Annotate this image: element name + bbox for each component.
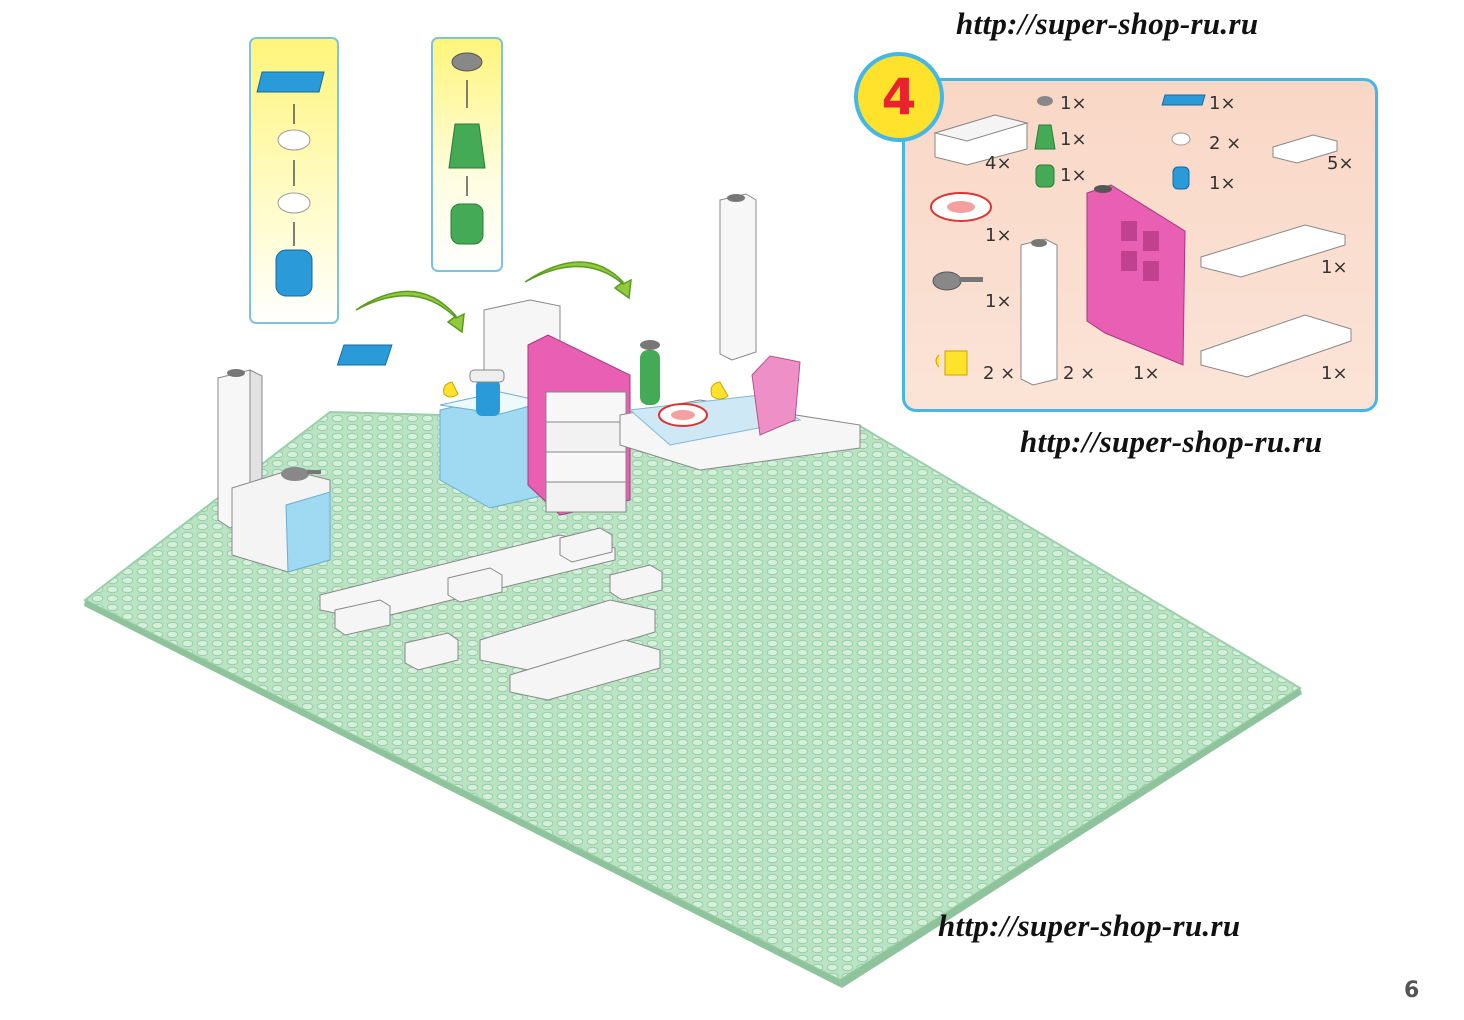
blue-round-brick-icon (1172, 166, 1190, 190)
step-badge: 4 (854, 52, 944, 142)
grey-round-plate-icon (451, 52, 483, 72)
step-number: 4 (881, 68, 917, 126)
callout-bottle-stack (431, 37, 503, 272)
part-qty: 5× (1327, 153, 1354, 174)
green-cone-icon (1034, 124, 1056, 150)
part-qty: 1× (985, 291, 1012, 312)
part-qty: 2 × (983, 363, 1016, 384)
blue-round-brick-icon (476, 380, 500, 416)
grey-pan-icon (932, 271, 983, 291)
blue-round-brick-icon (275, 249, 313, 297)
parts-list-panel: 4× 1× 1× 1× 1× 2 × 1× 5× 1× 1× 2 × 1× 1×… (902, 78, 1378, 412)
white-plate-1x6-icon (1200, 224, 1346, 278)
part-qty: 1× (1060, 165, 1087, 186)
white-plate-2x6-icon (1200, 314, 1352, 378)
pizza-tile-icon (930, 192, 992, 222)
part-qty: 2 × (1209, 133, 1242, 154)
part-qty: 1× (1209, 93, 1236, 114)
green-arrow-icon (524, 261, 632, 300)
green-cone-icon (448, 123, 486, 169)
right-pillar (719, 193, 757, 361)
table-unit (619, 340, 861, 471)
blue-grille-tile-icon (256, 71, 325, 93)
green-cone-icon (640, 350, 660, 405)
green-arrow-icon (355, 290, 465, 334)
yellow-cup-icon (443, 381, 459, 398)
white-brick-1x4-icon (933, 114, 1029, 166)
watermark-url: http://super-shop-ru.ru (938, 908, 1241, 943)
part-qty: 1× (985, 225, 1012, 246)
blue-grille-tile-icon (1161, 94, 1206, 106)
part-qty: 1× (1133, 363, 1160, 384)
baseplate (83, 410, 1302, 988)
pink-door-icon (1086, 184, 1186, 366)
white-round-plate-icon (277, 129, 311, 151)
loose-plates (334, 527, 663, 701)
part-qty: 2 × (1063, 363, 1096, 384)
watermark-url: http://super-shop-ru.ru (1020, 424, 1323, 459)
pink-chair (751, 355, 801, 436)
watermark-url: http://super-shop-ru.ru (956, 6, 1259, 41)
green-round-brick-icon (450, 203, 484, 245)
part-qty: 1× (1060, 129, 1087, 150)
part-qty: 1× (1209, 173, 1236, 194)
part-qty: 4× (985, 153, 1012, 174)
white-plate-1x3-icon (1272, 134, 1338, 164)
parts-art (930, 94, 1352, 386)
part-qty: 1× (1060, 93, 1087, 114)
page-number: 6 (1404, 978, 1420, 1003)
green-round-brick-icon (1035, 164, 1055, 188)
grey-round-plate-icon (1037, 96, 1053, 106)
white-pillar-icon (1020, 238, 1058, 386)
part-qty: 1× (1321, 257, 1348, 278)
door-assembly (527, 334, 631, 516)
part-qty: 1× (1321, 363, 1348, 384)
callout-sink-stack (249, 37, 339, 324)
left-kitchen-unit (217, 369, 331, 573)
white-round-plate-icon (1171, 132, 1191, 146)
pan-icon (281, 467, 309, 481)
yellow-cup-icon (935, 350, 968, 376)
